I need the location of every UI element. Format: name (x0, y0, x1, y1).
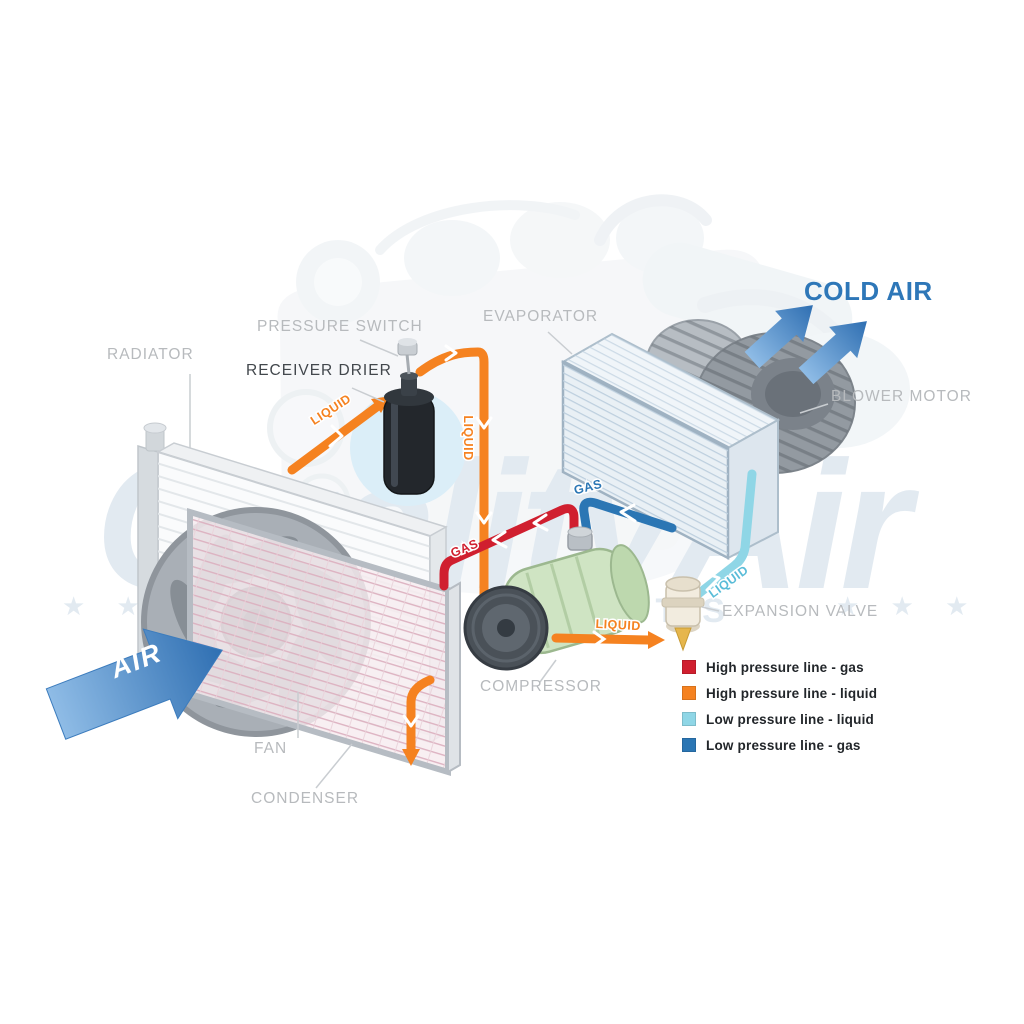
flow-label-liquid-to-valve: LIQUID (595, 617, 641, 633)
legend-label-lp-gas: Low pressure line - gas (706, 737, 861, 753)
legend-item-hp-liquid: High pressure line - liquid (682, 680, 877, 706)
compressor (463, 526, 650, 671)
line-hp-liquid-to-drier (287, 401, 383, 475)
legend-item-lp-gas: Low pressure line - gas (682, 732, 877, 758)
legend-swatch-lp-gas (682, 738, 696, 752)
label-expansion-valve: EXPANSION VALVE (722, 603, 879, 620)
pressure-switch (397, 338, 418, 375)
line-hp-liquid-condenser-outlet (406, 675, 435, 755)
label-pressure-switch: PRESSURE SWITCH (257, 318, 423, 335)
air-intake-arrow (45, 628, 223, 740)
label-blower-motor: BLOWER MOTOR (831, 388, 972, 405)
condenser (187, 507, 461, 777)
legend-item-hp-gas: High pressure line - gas (682, 654, 877, 680)
label-evaporator: EVAPORATOR (483, 308, 599, 325)
legend-swatch-hp-liquid (682, 686, 696, 700)
label-radiator: RADIATOR (107, 346, 194, 363)
refrigerant-lines (287, 344, 757, 766)
line-lp-gas (579, 497, 677, 543)
label-condenser: CONDENSER (251, 790, 360, 807)
expansion-valve (661, 576, 705, 652)
watermark-stars-right: ★ ★ ★ (836, 591, 980, 621)
flow-label-liquid-vertical: LIQUID (461, 415, 475, 460)
line-hp-liquid-to-valve (551, 630, 665, 649)
legend-swatch-lp-liquid (682, 712, 696, 726)
legend-item-lp-liquid: Low pressure line - liquid (682, 706, 877, 732)
air-arrow-icon (45, 628, 223, 740)
line-hp-gas (439, 504, 579, 591)
label-cold-air: COLD AIR (804, 276, 933, 306)
cold-air-arrow-icon (798, 321, 867, 385)
line-lp-liquid (683, 469, 757, 607)
leader-lines (189, 331, 829, 789)
cold-air-arrow-icon (744, 305, 813, 369)
label-compressor: COMPRESSOR (480, 678, 602, 695)
label-receiver-drier: RECEIVER DRIER (246, 362, 392, 379)
legend-label-hp-gas: High pressure line - gas (706, 659, 864, 675)
legend-swatch-hp-gas (682, 660, 696, 674)
legend: High pressure line - gas High pressure l… (682, 654, 877, 758)
legend-label-lp-liquid: Low pressure line - liquid (706, 711, 874, 727)
evaporator (560, 332, 781, 561)
legend-label-hp-liquid: High pressure line - liquid (706, 685, 878, 701)
receiver-drier (383, 372, 435, 495)
cold-air-arrows (744, 305, 867, 385)
label-fan: FAN (254, 740, 288, 757)
